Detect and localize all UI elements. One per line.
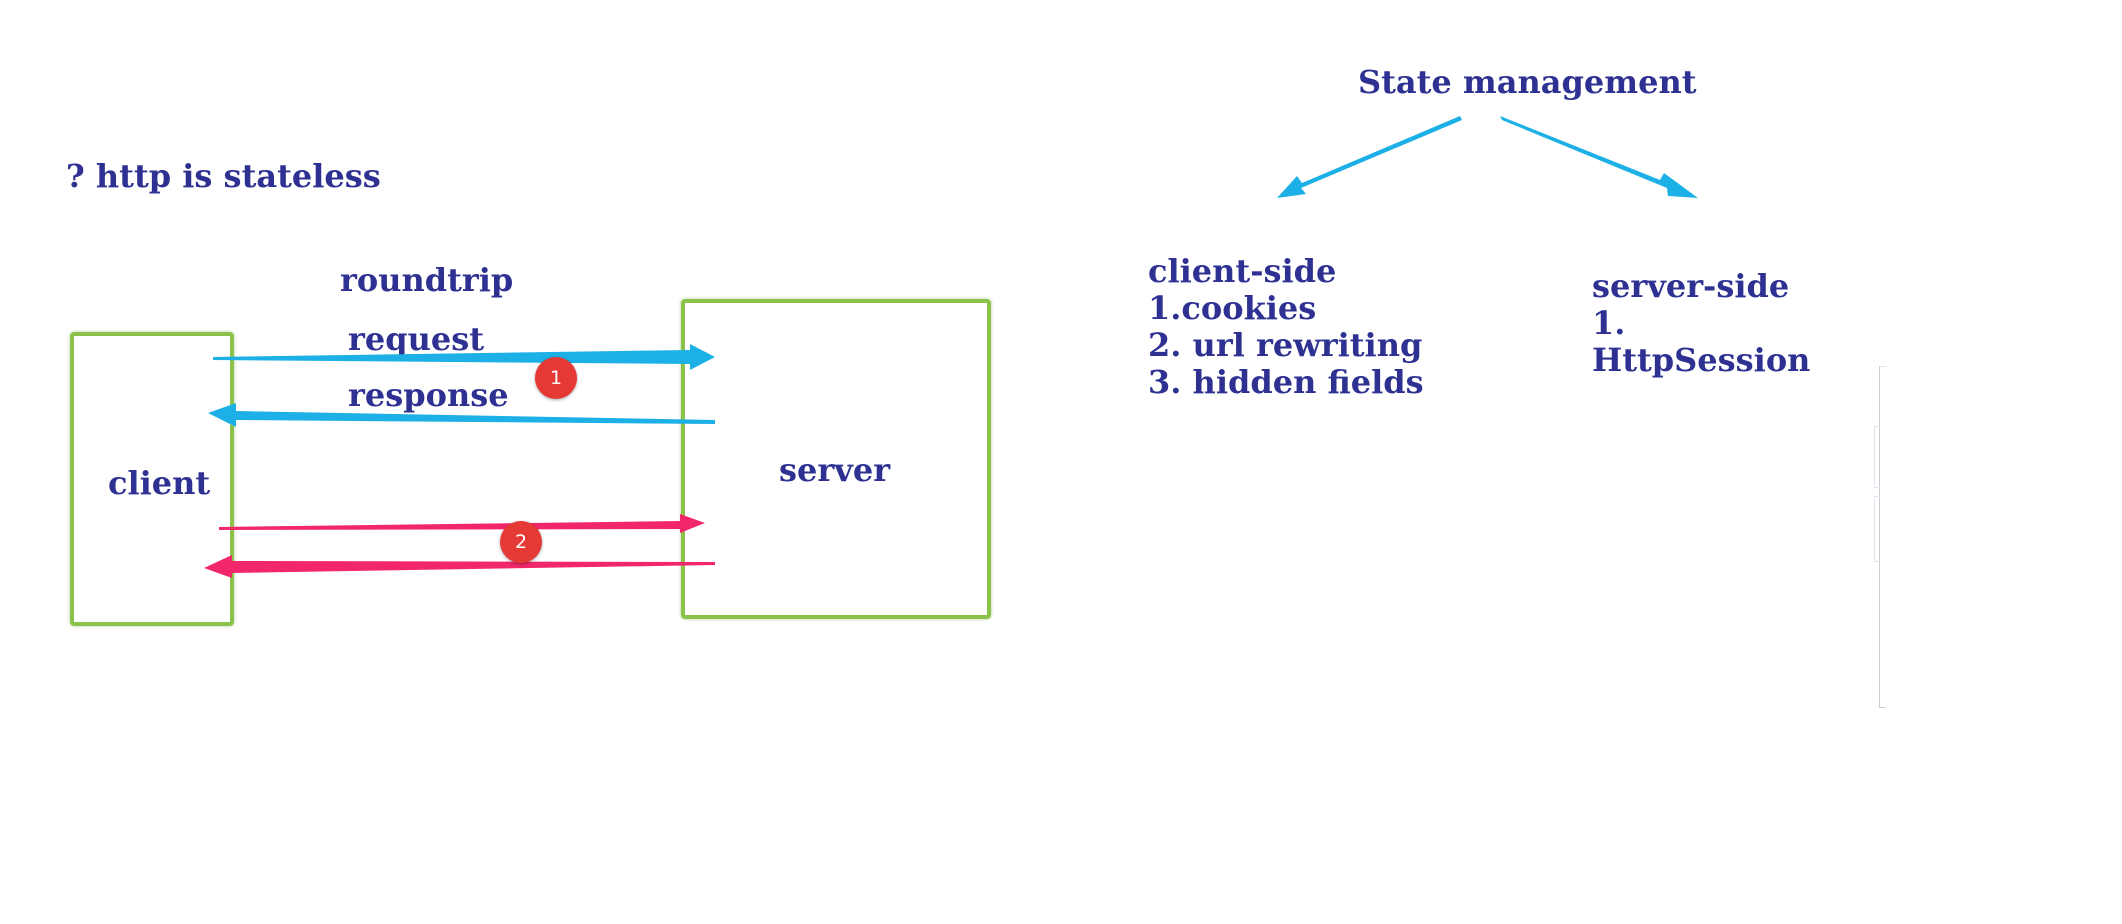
response-arrow [208, 403, 715, 427]
server-side-item: 1. [1592, 304, 1626, 342]
branch-arrow-left [1277, 116, 1462, 198]
roundtrip-label: roundtrip [340, 261, 514, 299]
branch-arrow-right [1500, 116, 1698, 198]
client-side-group: client-side 1.cookies 2. url rewriting 3… [1148, 253, 1424, 401]
side-panel-tab[interactable] [1874, 496, 1880, 562]
step-badge-1: 1 [535, 357, 577, 399]
side-panel-tab[interactable] [1874, 426, 1880, 488]
server-side-item: HttpSession [1592, 341, 1811, 379]
side-panel-edge[interactable] [1879, 366, 1886, 708]
request-arrow [213, 344, 715, 370]
server-side-group: server-side 1. HttpSession [1592, 268, 1810, 379]
client-side-heading: client-side [1148, 252, 1337, 290]
response-arrow-2 [204, 555, 715, 578]
client-side-item: 3. hidden fields [1148, 363, 1424, 401]
client-side-item: 2. url rewriting [1148, 326, 1423, 364]
server-label: server [779, 451, 891, 489]
question-text: ? http is stateless [66, 157, 381, 195]
request-label: request [348, 320, 485, 358]
client-box [70, 332, 234, 626]
server-box [681, 299, 991, 619]
client-side-item: 1.cookies [1148, 289, 1317, 327]
client-label: client [108, 464, 211, 502]
step-badge-2: 2 [500, 521, 542, 563]
server-side-heading: server-side [1592, 267, 1790, 305]
state-management-title: State management [1358, 63, 1697, 101]
response-label: response [348, 376, 509, 414]
request-arrow-2 [219, 514, 705, 533]
